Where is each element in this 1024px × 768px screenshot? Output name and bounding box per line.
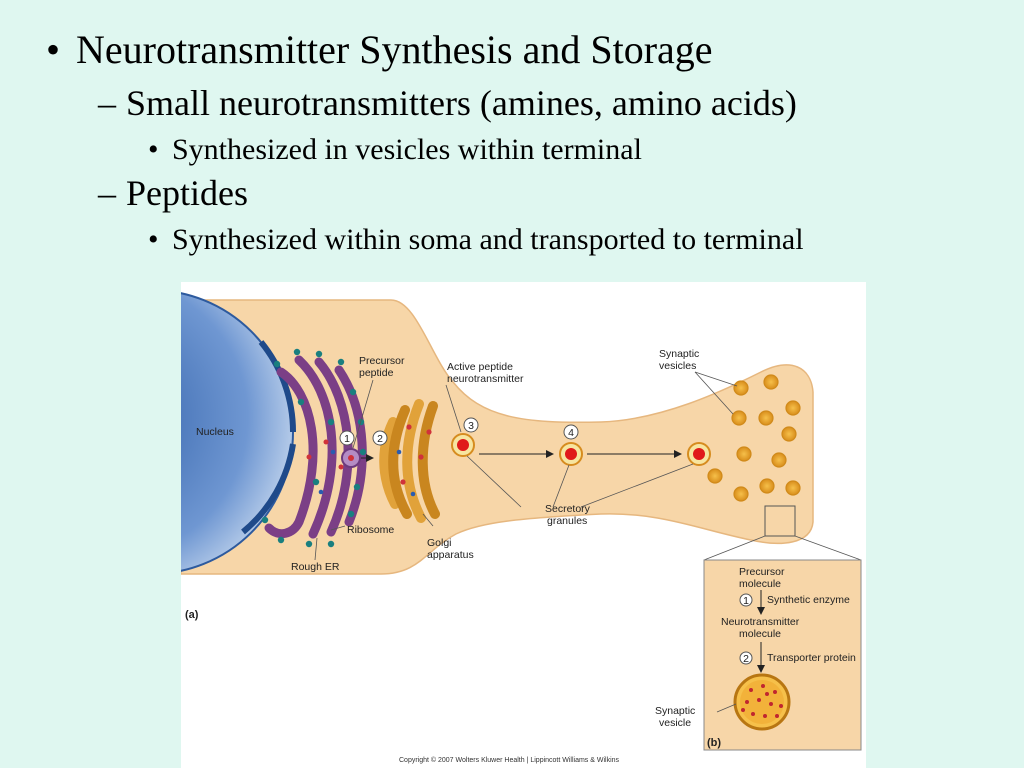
- neuron-synthesis-figure: Nucleus: [181, 282, 866, 768]
- b-step2-number: 2: [743, 653, 749, 665]
- step4-number: 4: [568, 427, 574, 439]
- dash-marker: –: [98, 173, 116, 213]
- precursor-peptide-label-1: Precursor: [359, 355, 405, 367]
- dash-marker: –: [98, 83, 116, 123]
- bullet-title: Neurotransmitter Synthesis and Storage: [76, 27, 713, 72]
- secretory-granules-label-2: granules: [547, 515, 587, 527]
- b-transporter-label: Transporter protein: [767, 652, 856, 664]
- precursor-peptide-label-2: peptide: [359, 367, 394, 379]
- b-synaptic-vesicle: [733, 673, 791, 731]
- secretory-granules-label-1: Secretory: [545, 503, 591, 515]
- ribosome-label: Ribosome: [347, 524, 394, 536]
- bullet-level3-peptide-detail: • Synthesized within soma and transported…: [148, 223, 804, 257]
- b-precursor-label-2: molecule: [739, 578, 781, 590]
- bullet-marker: •: [148, 223, 159, 256]
- rough-er-label: Rough ER: [291, 561, 340, 573]
- b-nt-label-1: Neurotransmitter: [721, 616, 800, 628]
- bullet-level2-small: –Small neurotransmitters (amines, amino …: [98, 82, 797, 124]
- b-vesicle-label-1: Synaptic: [655, 705, 695, 717]
- panel-a-label: (a): [185, 609, 199, 621]
- bullet-small-detail: Synthesized in vesicles within terminal: [172, 133, 642, 166]
- secretory-granule-3: [451, 433, 475, 457]
- bullet-small-neurotransmitters: Small neurotransmitters (amines, amino a…: [126, 83, 797, 123]
- synaptic-vesicles-label-2: vesicles: [659, 360, 696, 372]
- nucleus-label: Nucleus: [196, 426, 234, 438]
- secretory-granule-4: [559, 442, 583, 466]
- step1-number: 1: [344, 433, 350, 445]
- step2-number: 2: [377, 433, 383, 445]
- golgi-label-1: Golgi: [427, 537, 452, 549]
- synaptic-vesicles-label-1: Synaptic: [659, 348, 699, 360]
- figure-svg: Nucleus: [181, 292, 862, 764]
- b-vesicle-label-2: vesicle: [659, 717, 691, 729]
- b-nt-label-2: molecule: [739, 628, 781, 640]
- b-precursor-label-1: Precursor: [739, 566, 785, 578]
- bullet-marker: •: [46, 27, 61, 72]
- bullet-peptides: Peptides: [126, 173, 248, 213]
- synaptic-vesicles: [707, 374, 801, 502]
- bullet-level2-peptides: –Peptides: [98, 172, 248, 214]
- active-peptide-label-2: neurotransmitter: [447, 373, 524, 385]
- step-markers: [339, 417, 579, 446]
- bullet-level1: • Neurotransmitter Synthesis and Storage: [46, 26, 713, 73]
- active-peptide-label-1: Active peptide: [447, 361, 513, 373]
- copyright-text: Copyright © 2007 Wolters Kluwer Health |…: [399, 756, 620, 764]
- step3-number: 3: [468, 420, 474, 432]
- b-enzyme-label: Synthetic enzyme: [767, 594, 850, 606]
- secretory-granule-terminal: [687, 442, 711, 466]
- bullet-level3-small-detail: • Synthesized in vesicles within terminal: [148, 133, 642, 167]
- bullet-marker: •: [148, 133, 159, 166]
- b-step1-number: 1: [743, 595, 749, 607]
- bullet-peptide-detail: Synthesized within soma and transported …: [172, 223, 804, 256]
- zoom-box: [764, 505, 796, 537]
- ribosomes: [261, 348, 367, 548]
- golgi-label-2: apparatus: [427, 549, 474, 561]
- panel-b-label: (b): [707, 737, 721, 749]
- golgi-apparatus: [379, 399, 440, 523]
